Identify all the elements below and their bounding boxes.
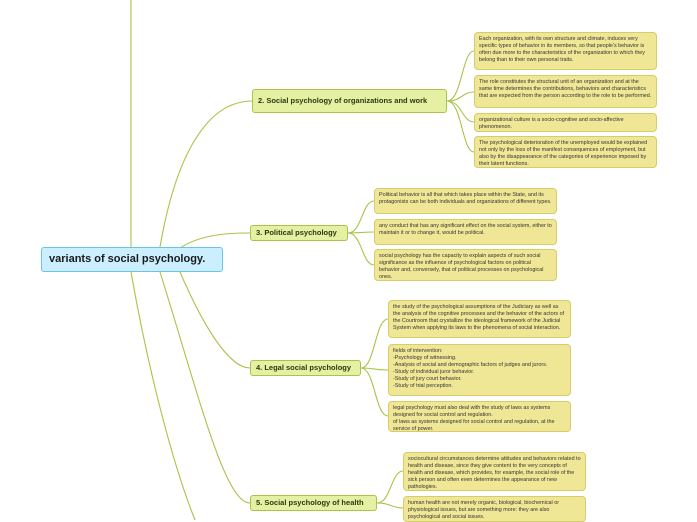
leaf-legal-laws[interactable]: legal psychology must also deal with the… xyxy=(388,401,571,432)
connector-root-b5 xyxy=(159,271,251,504)
leaf-legal-judiciary[interactable]: the study of the psychological assumptio… xyxy=(388,300,571,338)
connector-b5-l2 xyxy=(376,502,404,509)
connector-b4-l3 xyxy=(360,367,389,417)
leaf-health-human[interactable]: human health are not merely organic, bio… xyxy=(403,496,586,522)
connector-root-bottom xyxy=(130,271,196,520)
connector-b3-l1 xyxy=(347,200,375,234)
branch-legal[interactable]: 4. Legal social psychology xyxy=(250,360,361,376)
connector-b3-l2 xyxy=(347,231,375,234)
leaf-legal-fields[interactable]: fields of intervention: -Psychology of w… xyxy=(388,344,571,396)
leaf-org-culture[interactable]: organizational culture is a socio-cognit… xyxy=(474,113,657,132)
leaf-org-role[interactable]: The role constitutes the structural unit… xyxy=(474,75,657,108)
connector-root-b4 xyxy=(179,271,251,369)
leaf-org-unemployed[interactable]: The psychological deterioration of the u… xyxy=(474,136,657,168)
root-topic[interactable]: variants of social psychology. xyxy=(41,247,223,272)
connector-root-b3 xyxy=(179,232,251,249)
connector-b4-l1 xyxy=(360,318,389,369)
leaf-political-behavior[interactable]: Political behavior is all that which tak… xyxy=(374,188,557,214)
connector-b2-l3 xyxy=(446,100,475,123)
connector-b4-l2 xyxy=(360,367,389,371)
leaf-health-sociocultural[interactable]: sociocultural circumstances determine at… xyxy=(403,452,586,491)
leaf-org-structure[interactable]: Each organization, with its own structur… xyxy=(474,32,657,70)
branch-health[interactable]: 5. Social psychology of health xyxy=(250,495,377,511)
connector-root-b2 xyxy=(159,100,253,248)
leaf-political-capacity[interactable]: social psychology has the capacity to ex… xyxy=(374,249,557,281)
connector-b2-l2 xyxy=(446,91,475,102)
connector-b2-l4 xyxy=(446,100,475,153)
connector-b2-l1 xyxy=(446,50,475,102)
connector-b3-l3 xyxy=(347,232,375,266)
branch-political[interactable]: 3. Political psychology xyxy=(250,225,348,241)
branch-organizations-work[interactable]: 2. Social psychology of organizations an… xyxy=(252,89,447,113)
connector-b5-l1 xyxy=(376,470,404,504)
leaf-political-conduct[interactable]: any conduct that has any significant eff… xyxy=(374,219,557,245)
